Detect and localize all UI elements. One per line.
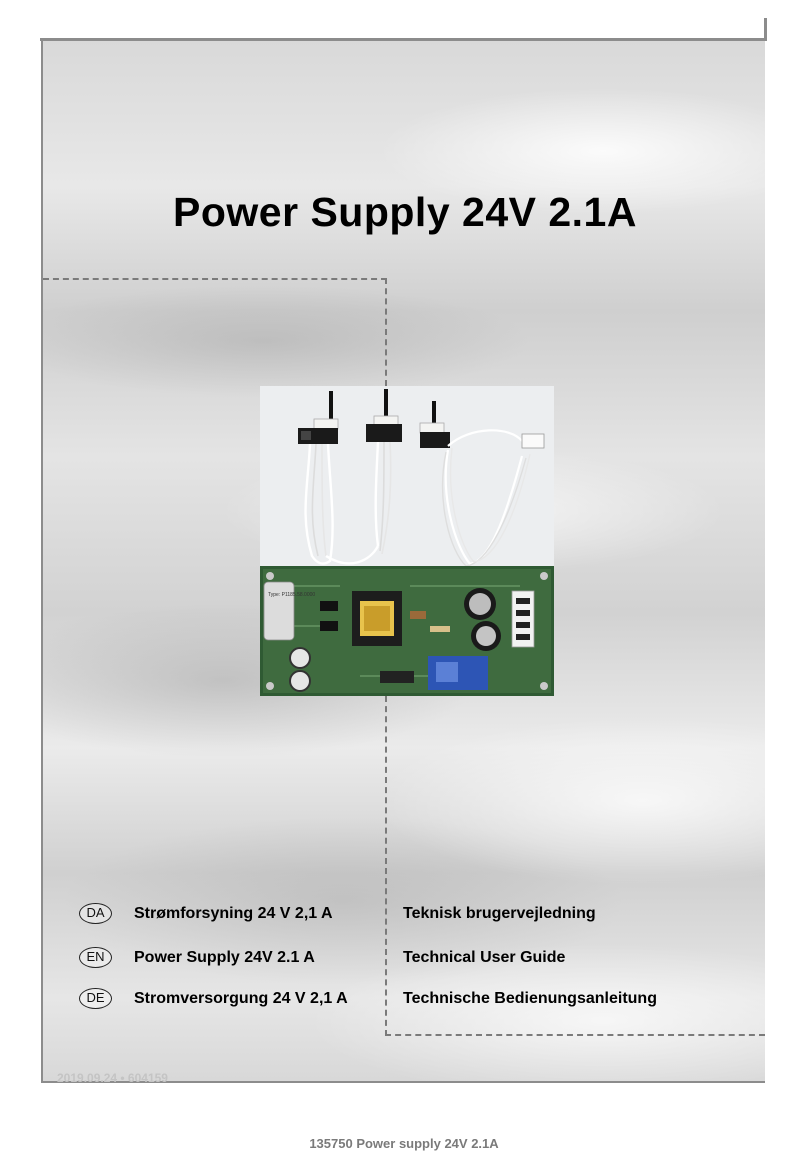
language-badge: EN [79,947,112,968]
document-code: 2019.09.24 • 604159 [57,1071,168,1085]
language-row-en: EN Power Supply 24V 2.1 A Technical User… [79,947,759,973]
guide-title: Teknisk brugervejledning [403,905,596,922]
dashed-guide-line [385,278,387,386]
document-title: Power Supply 24V 2.1A [173,189,637,235]
top-frame-rule [40,38,767,41]
dashed-guide-line [385,1034,765,1036]
product-name: Power Supply 24V 2.1 A [134,949,315,966]
pcb-board: Type: P1185.58.0000 [260,566,554,696]
guide-title: Technische Bedienungsanleitung [403,990,657,1007]
product-name: Strømforsyning 24 V 2,1 A [134,905,333,922]
guide-title: Technical User Guide [403,949,566,966]
footer-title: 135750 Power supply 24V 2.1A [309,1136,499,1151]
cable-assembly [366,389,402,555]
cable-assembly [419,401,545,567]
pcb-label: Type: P1185.58.0000 [268,592,315,598]
dashed-guide-line [43,278,387,280]
cable-assembly [298,391,380,565]
dashed-guide-line [385,696,387,1036]
cover-panel: Power Supply 24V 2.1A [41,41,765,1083]
corner-tick-mark [764,18,767,41]
product-name: Stromversorgung 24 V 2,1 A [134,990,348,1007]
language-row-de: DE Stromversorgung 24 V 2,1 A Technische… [79,988,759,1014]
language-row-da: DA Strømforsyning 24 V 2,1 A Teknisk bru… [79,903,759,929]
language-badge: DE [79,988,112,1009]
product-photo: Type: P1185.58.0000 [260,386,554,696]
language-badge: DA [79,903,112,924]
